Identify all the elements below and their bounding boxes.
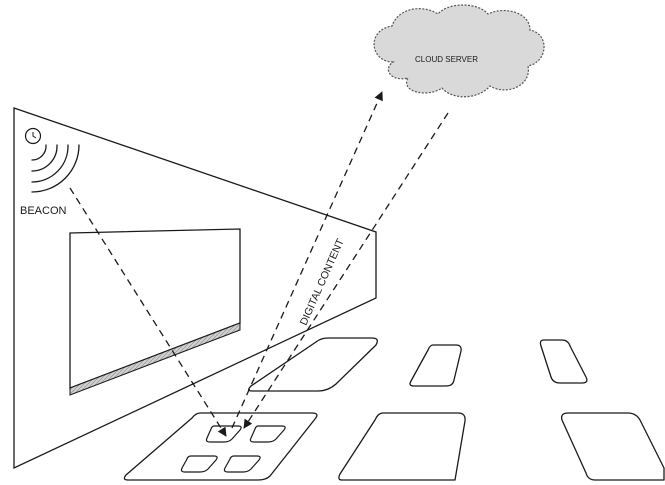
beacon-icon — [24, 127, 42, 145]
tablet-to-cloud-arrow — [231, 91, 383, 429]
tablet-device — [205, 425, 242, 443]
desk — [409, 344, 462, 387]
desk — [560, 412, 665, 481]
tablet-device — [180, 455, 218, 473]
desk — [123, 412, 318, 481]
tablet-device — [249, 425, 286, 443]
communication-arrows — [69, 91, 449, 437]
tablet-device — [223, 455, 261, 473]
cloud-server: CLOUD SERVER — [373, 4, 545, 98]
desk — [248, 337, 378, 392]
tablets — [180, 425, 286, 473]
beacon-to-tablet-arrow — [69, 187, 227, 437]
beacon-signal-waves-icon — [31, 144, 80, 193]
cloud-shape — [373, 4, 545, 98]
classroom-wall — [13, 107, 377, 470]
desk — [338, 412, 466, 481]
desk — [539, 339, 588, 384]
digital-content-label: DIGITAL CONTENT — [298, 237, 347, 328]
desks — [123, 337, 665, 481]
cloud-to-tablet-arrow — [243, 112, 449, 429]
cloud-server-label: CLOUD SERVER — [415, 55, 478, 64]
whiteboard-ledge — [69, 322, 241, 396]
beacon-label: BEACON — [20, 205, 67, 217]
whiteboard — [69, 228, 241, 389]
